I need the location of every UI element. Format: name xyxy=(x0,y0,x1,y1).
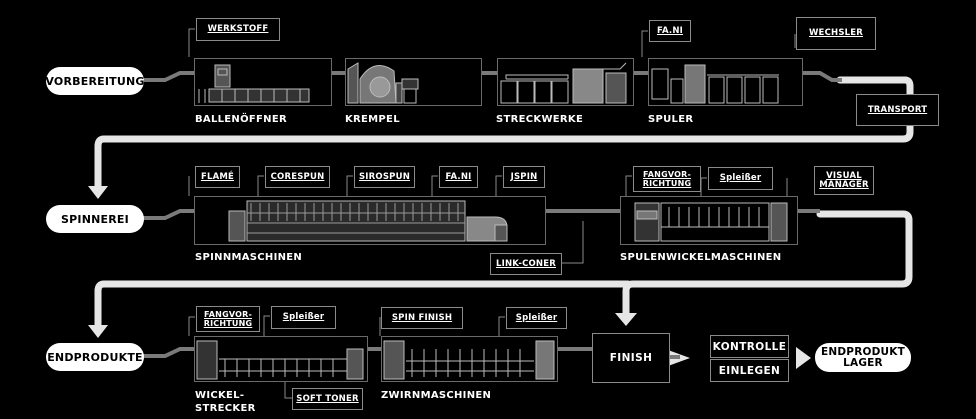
label-krempel: KREMPEL xyxy=(345,114,400,125)
finish-box[interactable]: FINISH xyxy=(592,333,670,383)
spuler-illustration xyxy=(651,64,779,104)
machine-spulenwickelmaschinen[interactable] xyxy=(620,196,798,245)
tag-transport[interactable]: TRANSPORT xyxy=(856,94,939,126)
label-zwirnmaschinen: ZWIRNMASCHINEN xyxy=(381,390,492,401)
krempel-illustration xyxy=(347,62,419,104)
tag-werkstoff[interactable]: WERKSTOFF xyxy=(196,18,280,41)
machine-spinnmaschinen[interactable] xyxy=(194,196,546,245)
spinnmaschinen-illustration xyxy=(228,200,508,242)
tag-fani-row2[interactable]: FA.NI xyxy=(439,166,478,188)
machine-wickelstrecker[interactable] xyxy=(194,336,368,382)
kontrolle-box[interactable]: KONTROLLE xyxy=(710,335,789,358)
tag-flame[interactable]: FLAMÉ xyxy=(195,166,240,188)
ballenoeffner-illustration xyxy=(198,64,310,103)
label-streckwerke: STRECKWERKE xyxy=(496,114,584,125)
machine-ballenoeffner[interactable] xyxy=(194,58,332,106)
tag-fani-row1[interactable]: FA.NI xyxy=(649,20,691,42)
stage-spinnerei-button[interactable]: SPINNEREI xyxy=(46,205,144,233)
machine-zwirnmaschinen[interactable] xyxy=(381,336,558,382)
tag-fangvorrichtung-row2[interactable]: FANGVOR- RICHTUNG xyxy=(633,166,701,192)
tag-soft-toner[interactable]: SOFT TONER xyxy=(292,388,363,410)
tag-sirospun[interactable]: SIROSPUN xyxy=(354,166,415,188)
label-spulenwickelmaschinen: SPULENWICKELMASCHINEN xyxy=(620,252,782,263)
machine-krempel[interactable] xyxy=(345,58,482,106)
spulenwickelmaschinen-illustration xyxy=(634,202,788,242)
label-wickelstrecker: WICKEL- STRECKER xyxy=(195,390,256,414)
wickelstrecker-illustration xyxy=(196,340,364,380)
stage-vorbereitung-button[interactable]: VORBEREITUNG xyxy=(45,67,144,95)
zwirnmaschinen-illustration xyxy=(383,340,555,380)
tag-corespun[interactable]: CORESPUN xyxy=(265,166,330,188)
label-spinnmaschinen: SPINNMASCHINEN xyxy=(195,252,303,263)
label-spuler: SPULER xyxy=(648,114,694,125)
tag-spleisser-row2[interactable]: Spleißer xyxy=(708,167,773,190)
tag-spin-finish[interactable]: SPIN FINISH xyxy=(381,307,463,329)
tag-spleisser-row3-b[interactable]: Spleißer xyxy=(506,307,567,329)
tag-spleisser-row3-a[interactable]: Spleißer xyxy=(271,306,336,329)
tag-fangvorrichtung-row3[interactable]: FANGVOR- RICHTUNG xyxy=(196,306,260,332)
streckwerke-illustration xyxy=(500,62,627,104)
label-ballenoeffner: BALLENÖFFNER xyxy=(195,114,287,125)
tag-wechsler[interactable]: WECHSLER xyxy=(796,17,876,50)
stage-endprodukte-button[interactable]: ENDPRODUKTE xyxy=(46,343,144,371)
tag-jspin[interactable]: JSPIN xyxy=(503,166,545,188)
einlegen-box[interactable]: EINLEGEN xyxy=(710,359,789,382)
tag-link-coner[interactable]: LINK-CONER xyxy=(490,253,562,275)
machine-streckwerke[interactable] xyxy=(497,58,634,106)
stage-endprodukt-lager-button[interactable]: ENDPRODUKT LAGER xyxy=(815,343,911,372)
tag-visual-manager[interactable]: VISUAL MANAGER xyxy=(814,166,874,195)
machine-spuler[interactable] xyxy=(648,58,803,106)
